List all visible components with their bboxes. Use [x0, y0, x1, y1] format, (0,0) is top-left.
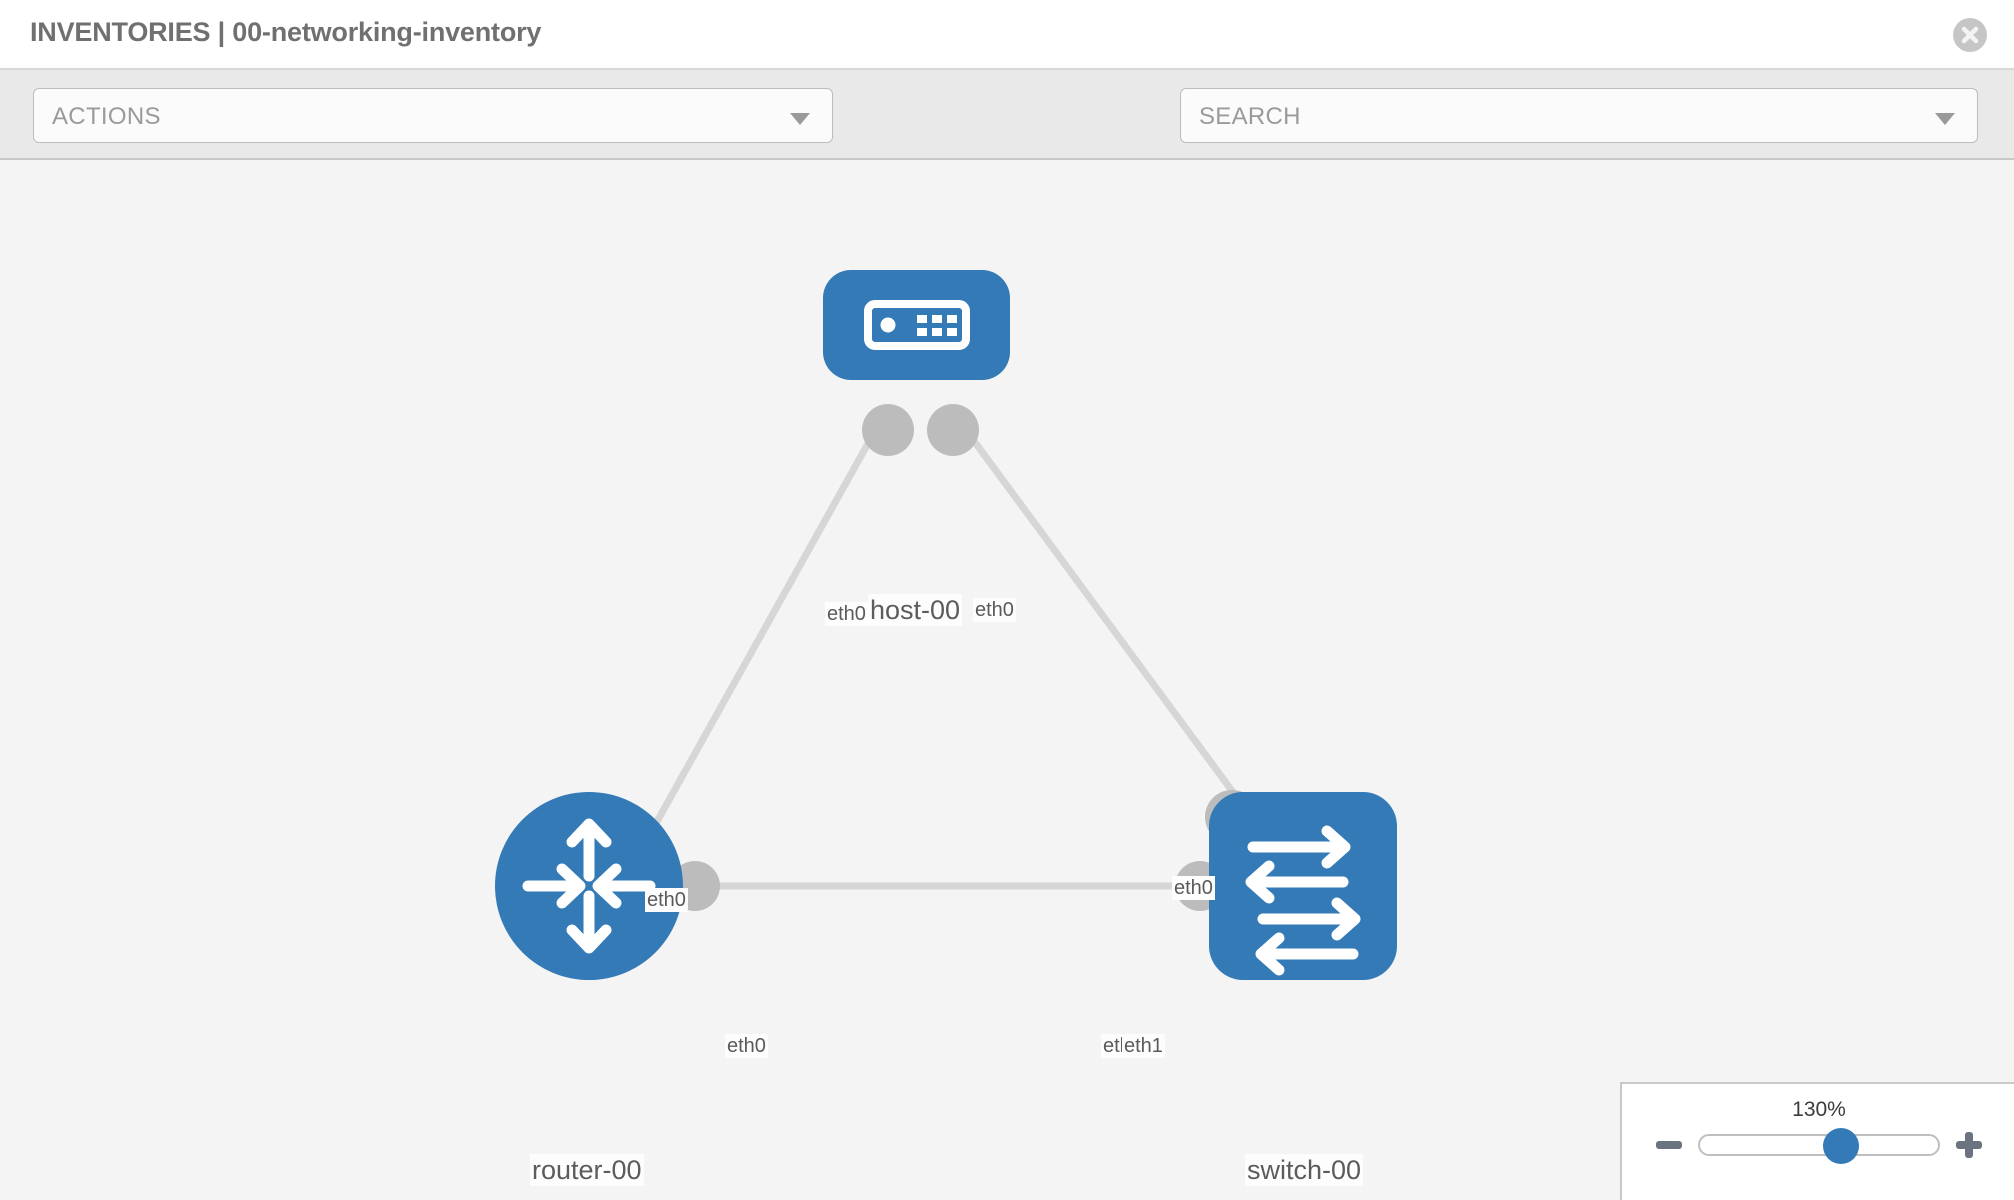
search-input[interactable]: SEARCH: [1180, 88, 1978, 143]
zoom-percent-label: 130%: [1792, 1098, 1846, 1121]
node-label-host-00: host-00: [868, 594, 963, 626]
node-host-00[interactable]: [823, 270, 1010, 380]
link-label-router00-eth0: eth0: [725, 1034, 768, 1058]
zoom-slider[interactable]: [1698, 1128, 1940, 1164]
topology-graph: [495, 270, 1397, 980]
switch-icon: [1245, 825, 1361, 976]
zoom-slider-thumb[interactable]: [1823, 1128, 1859, 1164]
page-header: INVENTORIES | 00-networking-inventory: [0, 0, 2014, 70]
topology-canvas[interactable]: eth0 eth0 eth0 eth0 eth0 eth eth1 host-0…: [0, 162, 2014, 1200]
chevron-down-icon[interactable]: [1935, 113, 1955, 125]
actions-dropdown[interactable]: ACTIONS: [33, 88, 833, 143]
search-placeholder: SEARCH: [1199, 103, 1301, 130]
minus-icon[interactable]: [1652, 1128, 1686, 1162]
link-label-switch00-eth1: eth1: [1122, 1034, 1165, 1058]
link-host00-router00[interactable]: [636, 420, 884, 854]
actions-dropdown-label: ACTIONS: [52, 103, 161, 130]
plus-icon[interactable]: [1952, 1128, 1986, 1162]
server-icon: [864, 300, 970, 350]
connector-host00-eth0-right[interactable]: [927, 404, 979, 456]
link-host00-switch00[interactable]: [957, 419, 1258, 825]
close-icon[interactable]: [1952, 17, 1988, 53]
link-label-switch00-uplink: eth0: [1172, 876, 1215, 900]
zoom-panel: 130%: [1620, 1082, 2014, 1200]
topology-connectors: [670, 404, 1259, 911]
topology-links: [636, 419, 1258, 890]
router-icon: [522, 818, 656, 954]
chevron-down-icon: [790, 113, 810, 125]
node-label-router-00: router-00: [530, 1154, 644, 1186]
link-label-host00-eth0-left: eth0: [825, 602, 868, 626]
node-label-switch-00: switch-00: [1245, 1154, 1364, 1186]
link-label-router00-uplink: eth0: [645, 888, 688, 912]
connector-host00-eth0-left[interactable]: [862, 404, 914, 456]
node-router-00[interactable]: [495, 792, 683, 980]
node-switch-00[interactable]: [1209, 792, 1397, 980]
link-label-host00-eth0-right: eth0: [973, 598, 1016, 622]
page-title: INVENTORIES | 00-networking-inventory: [30, 17, 542, 47]
toolbar: ACTIONS SEARCH: [0, 70, 2014, 199]
